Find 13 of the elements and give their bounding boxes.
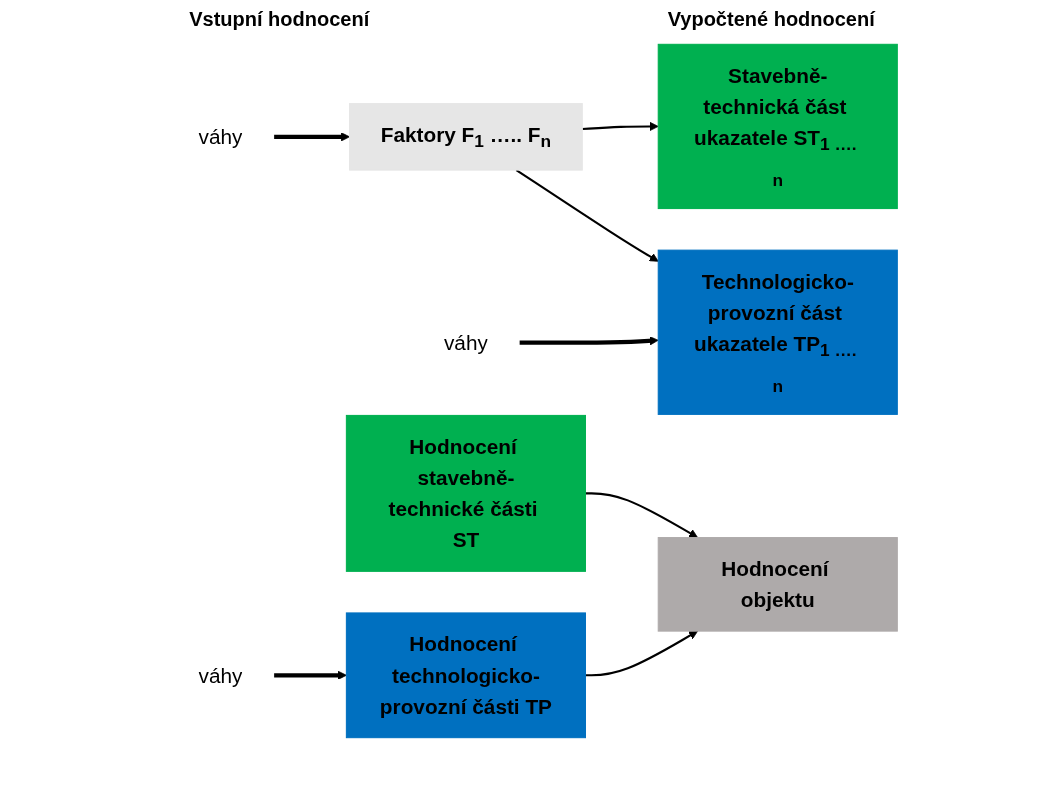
node-box: Hodnocení stavebně-technické části ST: [345, 414, 586, 572]
node-box: Faktory F$_{1}$ ….. F$_{n}$: [348, 103, 583, 171]
column-heading: Vstupní hodnocení: [189, 8, 370, 31]
node-box: Hodnocení objektu: [657, 537, 898, 632]
arrow: [585, 630, 698, 677]
column-heading: Vypočtené hodnocení: [667, 8, 875, 31]
node-text: váhy: [198, 125, 243, 149]
node-text: váhy: [198, 663, 243, 687]
node-box: Hodnocení technologicko-provozní části TP: [345, 612, 586, 739]
arrow: [273, 132, 350, 142]
arrow: [273, 670, 347, 680]
node-text: váhy: [443, 331, 488, 355]
arrow: [585, 492, 698, 538]
